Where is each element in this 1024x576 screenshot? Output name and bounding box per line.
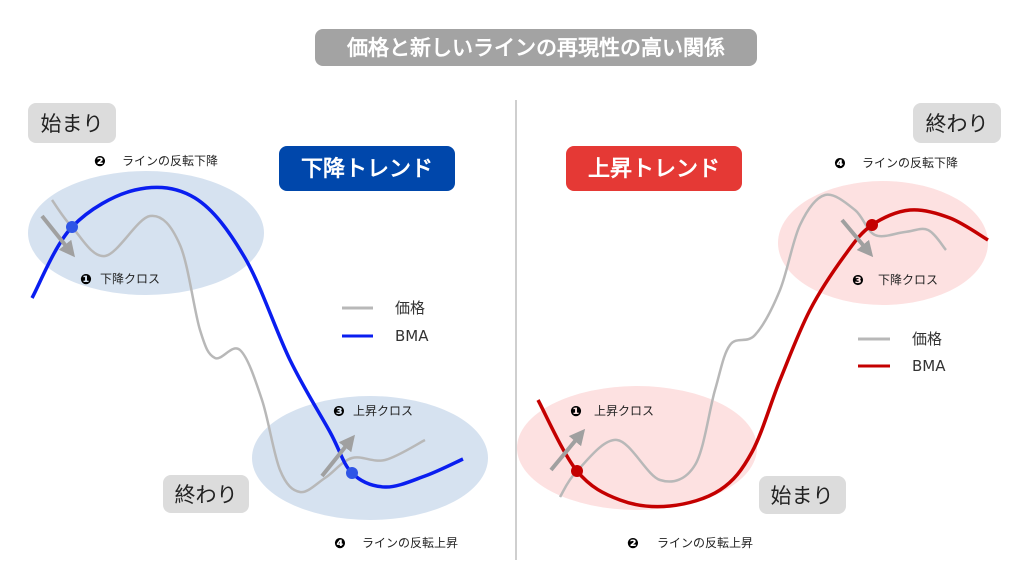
svg-text:BMA: BMA — [395, 327, 429, 345]
step-number: ❷ — [94, 154, 106, 170]
svg-text:価格: 価格 — [395, 299, 425, 317]
up-arrow-icon — [549, 428, 586, 472]
svg-text:上昇トレンド: 上昇トレンド — [588, 157, 720, 182]
cross-point — [66, 221, 78, 233]
start-zone — [28, 171, 264, 295]
start-zone — [517, 386, 757, 510]
svg-text:終わり: 終わり — [926, 112, 989, 136]
step-number: ❸ — [333, 404, 345, 420]
svg-text:BMA: BMA — [912, 357, 946, 375]
step-label: 下降クロス — [878, 273, 938, 287]
bma-line — [536, 208, 989, 509]
svg-text:始まり: 始まり — [771, 484, 834, 508]
uptrend-panel: 終わり 始まり 上昇トレンド ❶ 上昇クロス ❷ ラインの反転上昇 ❸ 下降クロ… — [517, 103, 1001, 552]
cross-point — [866, 219, 878, 231]
step-number: ❶ — [80, 272, 92, 288]
step-label: ラインの反転下降 — [862, 156, 958, 170]
down-arrow-icon — [840, 218, 874, 258]
svg-text:下降トレンド: 下降トレンド — [301, 157, 433, 182]
step-number: ❹ — [334, 536, 346, 552]
step-number: ❹ — [834, 156, 846, 172]
end-label: 終わり — [913, 103, 1001, 143]
step-number: ❸ — [852, 273, 864, 289]
title-badge: 価格と新しいラインの再現性の高い関係 — [315, 29, 757, 66]
legend: 価格 BMA — [342, 299, 429, 345]
end-label: 終わり — [163, 475, 249, 513]
trend-badge: 下降トレンド — [279, 146, 455, 191]
title: 価格と新しいラインの再現性の高い関係 — [346, 36, 725, 60]
bma-line — [30, 185, 464, 489]
step-label: ラインの反転上昇 — [362, 536, 458, 550]
down-arrow-icon — [40, 214, 75, 258]
start-label: 始まり — [28, 103, 116, 143]
step-number: ❷ — [627, 536, 639, 552]
svg-text:終わり: 終わり — [175, 483, 238, 507]
step-label: 上昇クロス — [594, 404, 654, 418]
cross-point — [346, 467, 358, 479]
price-line — [50, 199, 426, 494]
svg-text:始まり: 始まり — [41, 112, 104, 136]
legend: 価格 BMA — [858, 330, 946, 375]
trend-badge: 上昇トレンド — [566, 146, 742, 191]
step-label: ラインの反転下降 — [122, 154, 218, 168]
step-label: ラインの反転上昇 — [657, 536, 753, 550]
up-arrow-icon — [320, 434, 355, 478]
svg-text:価格: 価格 — [912, 330, 942, 348]
step-number: ❶ — [570, 404, 582, 420]
downtrend-panel: 始まり 終わり 下降トレンド ❶ 下降クロス ❷ ラインの反転下降 ❸ 上昇クロ… — [28, 103, 488, 552]
price-line — [558, 193, 947, 498]
step-label: 上昇クロス — [353, 404, 413, 418]
cross-point — [571, 465, 583, 477]
start-label: 始まり — [759, 476, 846, 514]
step-label: 下降クロス — [100, 272, 160, 286]
